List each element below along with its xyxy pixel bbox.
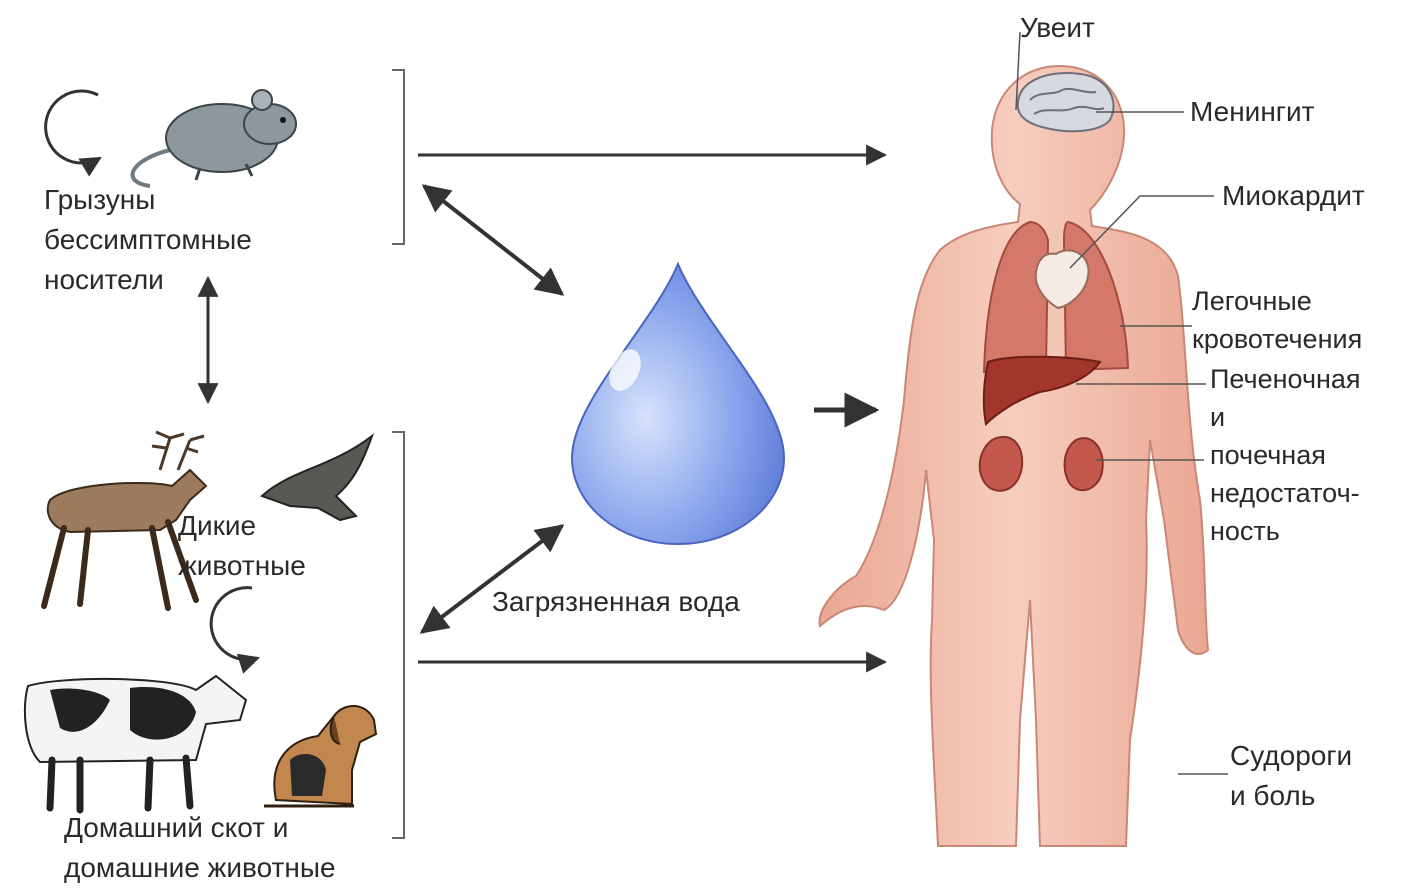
rodents-water-arrow bbox=[424, 186, 562, 294]
right-kidney-icon bbox=[1065, 438, 1103, 490]
animal-cycle-icon bbox=[211, 588, 258, 660]
domestic-animals-label: Домашний скот и домашние животные bbox=[64, 808, 336, 888]
water-drop-icon bbox=[572, 264, 784, 544]
uveitis-label: Увеит bbox=[1020, 8, 1095, 48]
human-body bbox=[819, 66, 1208, 846]
cow-icon bbox=[25, 676, 246, 810]
rat-icon bbox=[133, 90, 296, 186]
animals-bracket bbox=[392, 432, 404, 838]
rodents-bracket bbox=[392, 70, 404, 244]
rodents-label: Грызуны бессимптомные носители bbox=[44, 180, 252, 300]
left-kidney-icon bbox=[980, 437, 1022, 491]
contaminated-water-label: Загрязненная вода bbox=[492, 582, 740, 622]
renal-hepatic-failure-label: Печеночная и почечная недостаточ- ность bbox=[1210, 360, 1361, 550]
brain-icon bbox=[1018, 73, 1114, 131]
dog-icon bbox=[264, 706, 376, 806]
myocarditis-label: Миокардит bbox=[1222, 176, 1365, 216]
meningitis-label: Менингит bbox=[1190, 92, 1314, 132]
wild-animals-label: Дикие животные bbox=[178, 506, 306, 586]
rodent-cycle-icon bbox=[46, 91, 100, 163]
pulmonary-hemorrhage-label: Легочные кровотечения bbox=[1192, 282, 1362, 358]
cramps-pain-label: Судороги и боль bbox=[1230, 736, 1352, 816]
